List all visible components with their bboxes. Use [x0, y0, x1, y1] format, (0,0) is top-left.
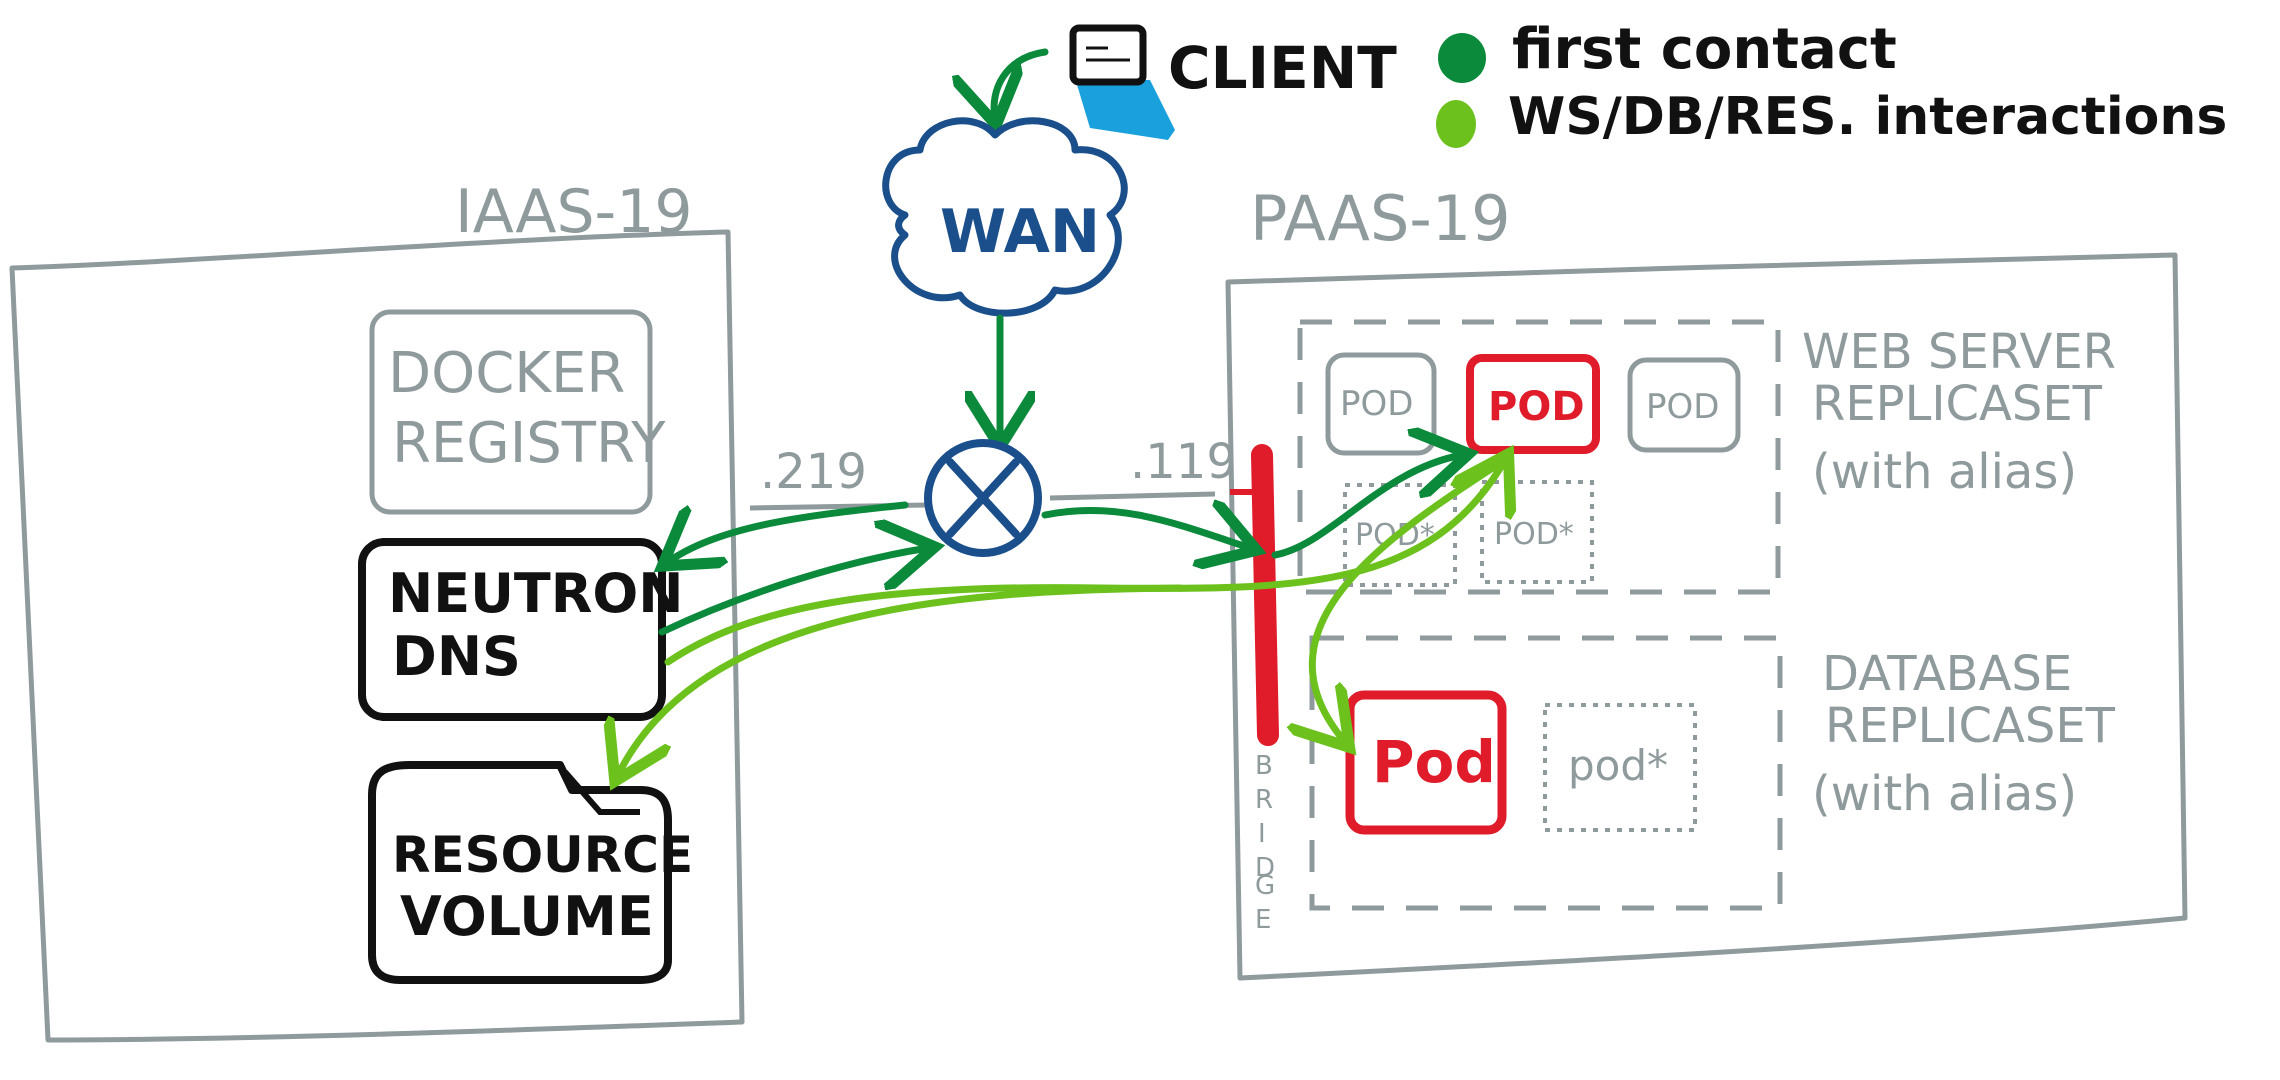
legend-first-contact-label: first contact — [1512, 17, 1897, 82]
db-replicaset-line3: (with alias) — [1812, 766, 2077, 822]
web-replicaset-line1: WEB SERVER — [1802, 324, 2116, 380]
legend-interactions-label: WS/DB/RES. interactions — [1508, 87, 2227, 147]
svg-text:R: R — [1255, 785, 1273, 815]
paas-box — [1225, 252, 2188, 981]
web-pod-1 — [1325, 352, 1437, 456]
bridge-to-web-pod-arrow — [1271, 455, 1462, 559]
docker-registry-line1: DOCKER — [388, 341, 625, 406]
wan-label: WAN — [940, 197, 1100, 267]
svg-text:D: D — [1255, 853, 1275, 883]
svg-text:B: B — [1255, 751, 1273, 781]
neutron-dns-line2: DNS — [392, 625, 521, 688]
legend-first-contact-dot — [1438, 33, 1486, 83]
db-pod-2-label: pod* — [1568, 741, 1668, 790]
db-pod-1 — [1345, 690, 1507, 835]
docker-registry-box — [369, 309, 653, 515]
res-interaction-arrow — [618, 584, 1184, 775]
svg-text:G: G — [1255, 871, 1275, 901]
router-to-bridge-arrow — [1041, 510, 1250, 548]
db-replicaset-line1: DATABASE — [1822, 646, 2072, 702]
web-replicaset-line3: (with alias) — [1812, 444, 2077, 500]
web-pod-2-label: POD — [1488, 384, 1585, 430]
web-replicaset-line2: REPLICASET — [1812, 376, 2103, 432]
db-replicaset-box — [1309, 635, 1783, 911]
bridge-bar — [1251, 444, 1279, 746]
db-replicaset-line2: REPLICASET — [1825, 698, 2116, 754]
router-icon — [924, 439, 1042, 557]
router-left-ip: .219 — [760, 444, 867, 500]
wan-cloud-icon — [882, 117, 1128, 317]
legend-interactions-dot — [1436, 100, 1476, 148]
legend: first contact WS/DB/RES. interactions — [1436, 17, 2227, 148]
bridge-label: B R I D G G E — [1255, 751, 1275, 935]
web-pod-2 — [1466, 354, 1600, 454]
client-label: CLIENT — [1168, 34, 1397, 102]
router-right-link — [1049, 491, 1216, 501]
web-pod-5 — [1480, 480, 1594, 584]
web-pod-4 — [1343, 483, 1457, 587]
neutron-dns-line1: NEUTRON — [388, 562, 683, 625]
resource-volume-line2: VOLUME — [400, 885, 654, 948]
client-to-wan-arrow — [994, 48, 1049, 118]
router-to-dns-arrow — [668, 501, 909, 562]
web-pod-3-label: POD — [1646, 387, 1719, 427]
docker-registry-line2: REGISTRY — [392, 411, 666, 476]
web-replicaset-box — [1297, 319, 1781, 595]
iaas-box — [9, 229, 745, 1043]
router-right-ip: .119 — [1130, 434, 1237, 490]
iaas-title: IAAS-19 — [455, 177, 693, 247]
svg-text:I: I — [1258, 819, 1266, 849]
web-pod-3 — [1627, 357, 1741, 453]
web-pod-5-label: POD* — [1494, 517, 1574, 552]
web-pod-1-label: POD — [1340, 384, 1413, 424]
db-pod-1-label: Pod — [1372, 728, 1496, 796]
resource-volume-line1: RESOURCE — [392, 826, 693, 884]
svg-text:E: E — [1255, 905, 1271, 935]
db-interaction-arrow — [1312, 456, 1509, 742]
paas-title: PAAS-19 — [1250, 182, 1511, 255]
db-pod-2 — [1543, 703, 1697, 832]
resource-volume-folder-icon — [368, 761, 672, 984]
dns-to-router-arrow — [658, 548, 928, 636]
client-device-icon — [1069, 24, 1175, 140]
